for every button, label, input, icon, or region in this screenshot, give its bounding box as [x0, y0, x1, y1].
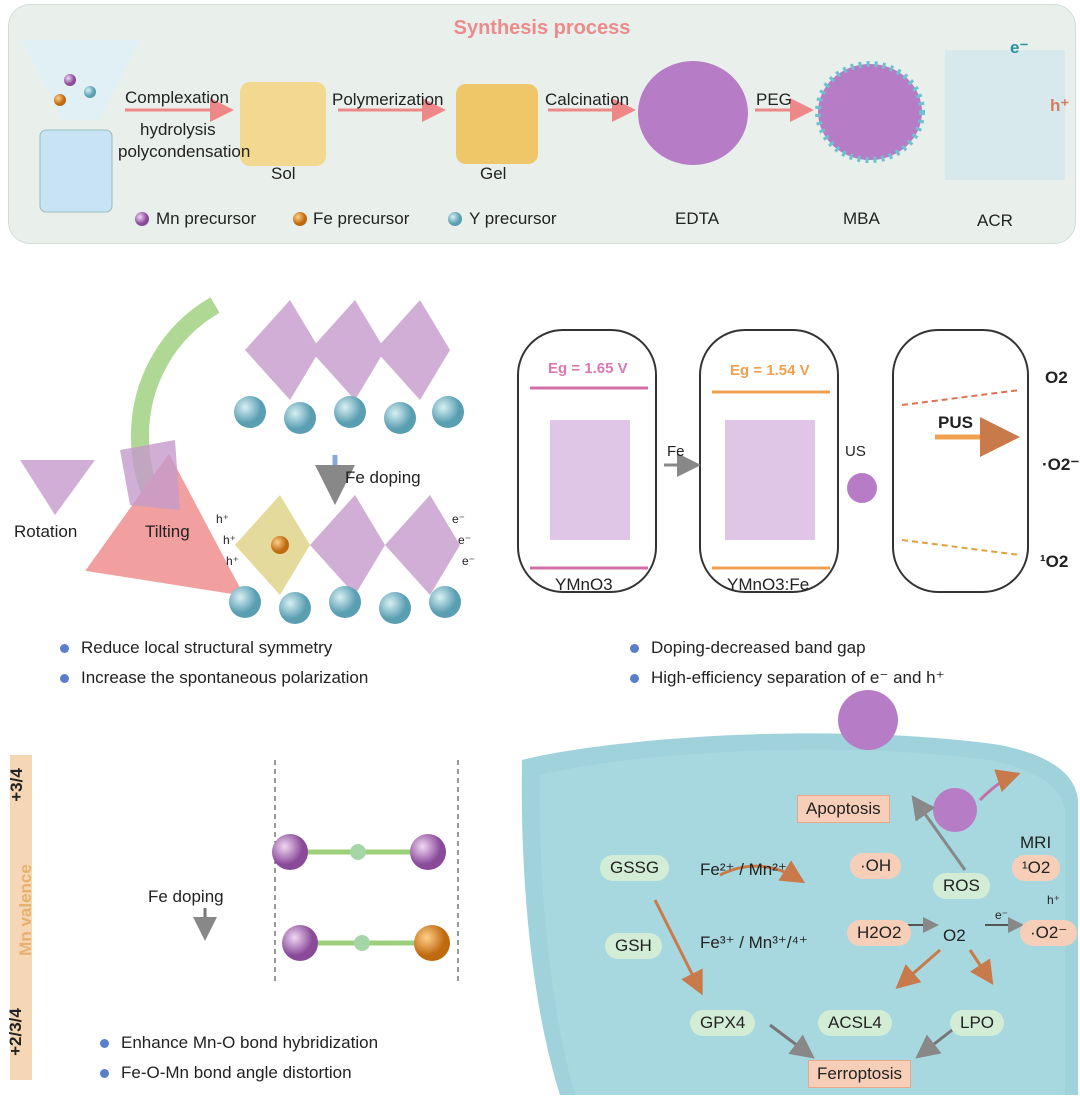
rotation-label: Rotation [14, 522, 78, 541]
fe-arrow-label: Fe [667, 443, 685, 460]
superoxide-pill: ·O2⁻ [1020, 920, 1078, 946]
singlet-pill: ¹O2 [1012, 855, 1061, 881]
synthesis-title: Synthesis process [453, 17, 631, 39]
hydroxyl-pill: ·OH [850, 853, 902, 879]
singlet-oxygen-label: ¹O2 [1040, 552, 1069, 571]
electron-label-1: e⁻ [452, 512, 466, 526]
polarization-pus: PUS [938, 413, 973, 432]
piezo-bullet-2: High-efficiency separation of e⁻ and h⁺ [630, 668, 945, 688]
apoptosis-box: Apoptosis [797, 795, 890, 823]
ferroptosis-box: Ferroptosis [808, 1060, 912, 1088]
rotation-arrow [85, 297, 245, 596]
hydrolysis-label: hydrolysis [140, 120, 216, 139]
oxygen-label: O2 [1045, 368, 1068, 387]
electron-label-3: e⁻ [462, 554, 476, 568]
material-2-label: YMnO3:Fe [727, 575, 810, 594]
polycondensation-label: polycondensation [118, 142, 251, 161]
hole-label-1: h⁺ [216, 512, 230, 526]
sol-block [240, 82, 326, 166]
y-spheres-bottom [229, 586, 461, 624]
legend-mba: MBA [843, 209, 880, 228]
tilting-label: Tilting [145, 522, 190, 541]
crystal-lattice [945, 50, 1065, 180]
hole-label: h⁺ [1050, 96, 1070, 115]
band-gap-2: Eg = 1.54 V [730, 362, 810, 379]
fe3-label: Fe³⁺ / Mn³⁺/⁴⁺ [700, 933, 808, 952]
ros-pill: ROS [933, 873, 990, 899]
cell-electron: e⁻ [995, 908, 1009, 922]
bond-fe-doping: Fe doping [148, 887, 224, 906]
electron-label: e⁻ [1010, 38, 1029, 57]
valence-high: +3/4 [6, 768, 26, 802]
hole-label-2: h⁺ [223, 533, 237, 547]
lpo-pill: LPO [950, 1010, 1005, 1036]
hole-label-3: h⁺ [226, 554, 240, 568]
peg-nanoparticle [815, 61, 925, 163]
legend-acr: ACR [977, 211, 1013, 230]
valence-low: +2/3/4 [5, 1008, 25, 1056]
gel-label: Gel [480, 164, 507, 183]
h2o2-pill: H2O2 [847, 920, 912, 946]
valence-bar [10, 755, 32, 1080]
calcination-label: Calcination [545, 90, 630, 109]
polarization-bullet-1: Reduce local structural symmetry [60, 638, 332, 658]
nanoparticle [638, 61, 748, 165]
gssg-pill: GSSG [600, 855, 670, 881]
valence-label: Mn valence [15, 864, 35, 956]
fe-doping-label: Fe doping [345, 468, 421, 487]
polymerization-label: Polymerization [332, 90, 444, 109]
band-gap-1: Eg = 1.65 V [548, 360, 628, 377]
mri-label: MRI [1020, 833, 1052, 852]
legend-y: Y precursor [469, 209, 557, 228]
legend-mn: Mn precursor [156, 209, 257, 228]
tilting-octahedron [120, 440, 180, 510]
acsl4-pill: ACSL4 [818, 1010, 892, 1036]
nanoparticle-uptake [838, 690, 898, 750]
octahedra-top [245, 300, 450, 400]
material-1-label: YMnO3 [555, 575, 613, 594]
beaker-icon [39, 129, 113, 213]
octahedra-bottom [235, 495, 460, 595]
legend-edta: EDTA [675, 209, 720, 228]
fe2-label: Fe²⁺ / Mn²⁺ [700, 860, 787, 879]
bond-bullet-2: Fe-O-Mn bond angle distortion [100, 1063, 352, 1083]
gsh-pill: GSH [605, 933, 662, 959]
complexation-label: Complexation [125, 88, 229, 107]
sol-label: Sol [271, 164, 296, 183]
legend-fe: Fe precursor [313, 209, 410, 228]
ultrasound-label: US [845, 443, 866, 460]
peg-label: PEG [756, 90, 792, 109]
o2-label: O2 [943, 926, 966, 945]
gel-block [456, 84, 538, 164]
funnel-shape [22, 40, 140, 120]
superoxide-label: ·O2⁻ [1042, 455, 1080, 474]
band-right [892, 329, 1029, 593]
gpx4-pill: GPX4 [690, 1010, 756, 1036]
electron-label-2: e⁻ [458, 533, 472, 547]
rotation-tetrahedron [20, 460, 95, 515]
polarization-bullet-2: Increase the spontaneous polarization [60, 668, 368, 688]
y-spheres-top [234, 396, 464, 434]
cell-hole: h⁺ [1047, 893, 1061, 907]
piezo-bullet-1: Doping-decreased band gap [630, 638, 866, 658]
bond-bullet-1: Enhance Mn-O bond hybridization [100, 1033, 378, 1053]
